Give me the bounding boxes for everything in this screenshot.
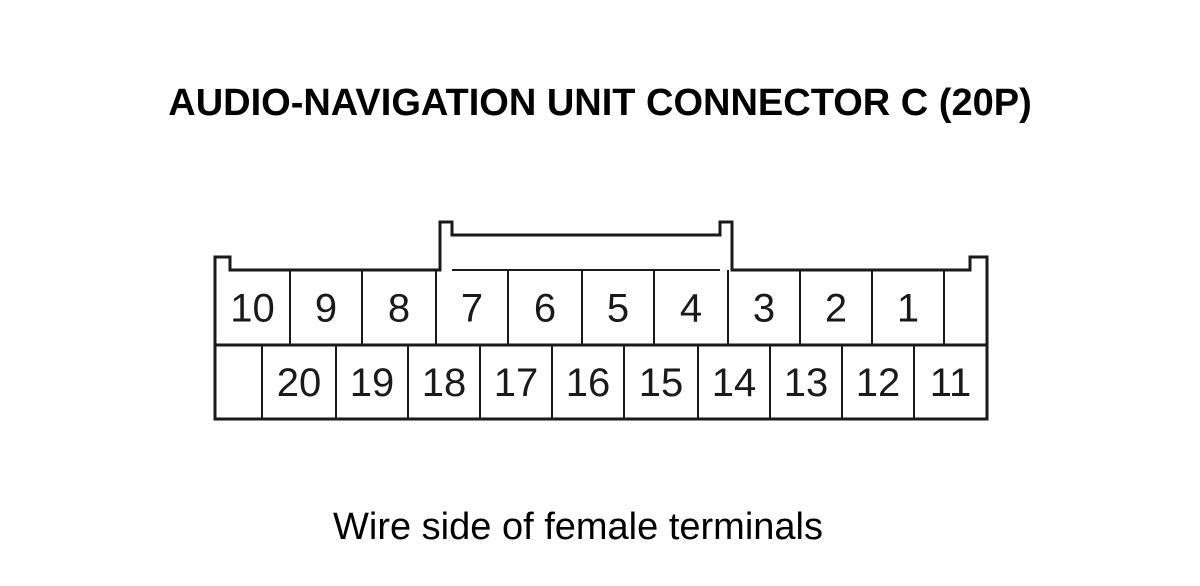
pin-label-8: 8 <box>388 287 410 331</box>
pin-label-19: 19 <box>350 361 395 405</box>
pin-label-9: 9 <box>315 287 337 331</box>
diagram-caption: Wire side of female terminals <box>333 506 823 548</box>
diagram-title: AUDIO-NAVIGATION UNIT CONNECTOR C (20P) <box>168 82 1032 124</box>
pin-label-4: 4 <box>680 287 702 331</box>
pin-label-10: 10 <box>230 287 275 331</box>
pin-label-13: 13 <box>784 361 829 405</box>
pin-label-14: 14 <box>712 361 757 405</box>
pin-label-6: 6 <box>534 287 556 331</box>
pin-label-16: 16 <box>566 361 611 405</box>
pin-label-5: 5 <box>607 287 629 331</box>
pin-label-11: 11 <box>930 361 972 405</box>
pin-label-3: 3 <box>753 287 775 331</box>
pin-label-12: 12 <box>856 361 901 405</box>
pin-label-2: 2 <box>825 287 847 331</box>
pin-label-20: 20 <box>277 361 322 405</box>
pin-label-7: 7 <box>461 287 483 331</box>
pin-label-17: 17 <box>494 361 539 405</box>
pin-label-18: 18 <box>422 361 467 405</box>
pin-label-1: 1 <box>897 287 919 331</box>
pin-label-15: 15 <box>639 361 684 405</box>
